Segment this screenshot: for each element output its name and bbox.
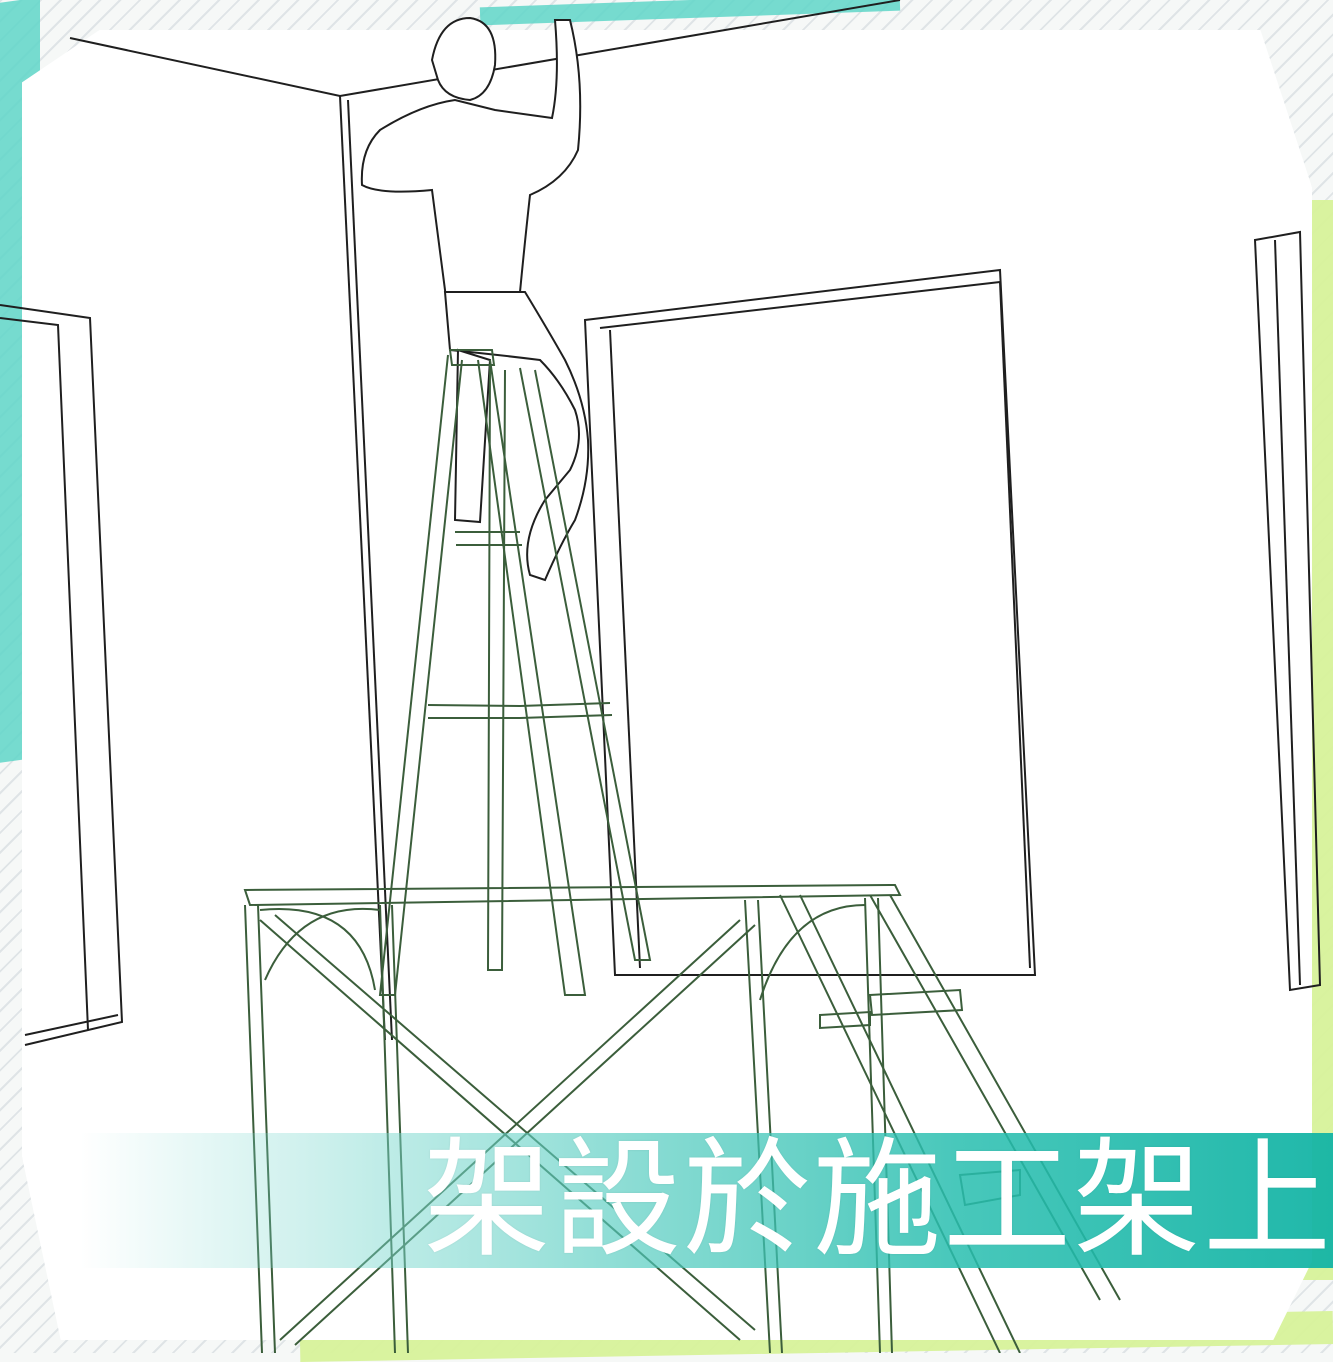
- a-frame-ladder: [378, 349, 652, 996]
- caption-band: [80, 1133, 1333, 1268]
- left-window-frame: [0, 304, 124, 1046]
- caption-text: 架設於施工架上: [422, 1126, 1333, 1275]
- line-drawing-photo: [22, 30, 1312, 1340]
- room-corner-line: [339, 95, 386, 1041]
- worker-figure: [360, 16, 590, 582]
- scaffold-frame: [243, 883, 1121, 1353]
- right-window-frame: [1253, 230, 1322, 992]
- center-window-frame: [583, 268, 1037, 976]
